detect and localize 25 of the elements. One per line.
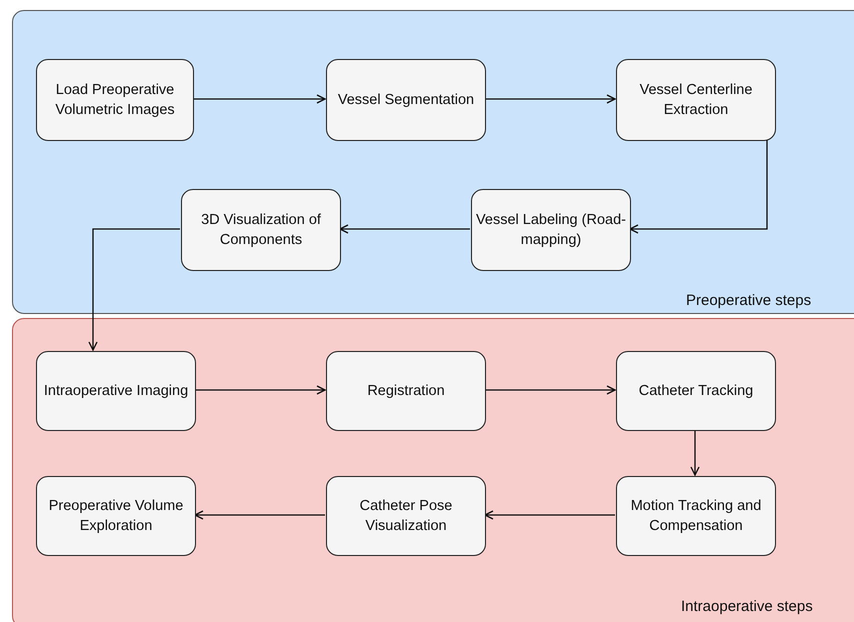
process-box: Motion Tracking and Compensation xyxy=(616,476,776,556)
arrow xyxy=(484,510,615,520)
process-box: Vessel Centerline Extraction xyxy=(616,59,776,141)
arrow xyxy=(485,385,616,395)
arrow xyxy=(629,140,768,234)
process-box: Vessel Labeling (Road-mapping) xyxy=(471,189,631,271)
process-box: Vessel Segmentation xyxy=(326,59,486,141)
process-box: Registration xyxy=(326,351,486,431)
group-panel xyxy=(12,10,854,314)
process-box: Preoperative Volume Exploration xyxy=(36,476,196,556)
group-title: Intraoperative steps xyxy=(681,598,813,615)
arrow xyxy=(88,228,180,351)
arrow xyxy=(194,510,325,520)
process-box: 3D Visualization of Components xyxy=(181,189,341,271)
group-title: Preoperative steps xyxy=(686,292,812,309)
arrow xyxy=(485,94,616,104)
group-panel xyxy=(12,318,854,622)
process-box: Intraoperative Imaging xyxy=(36,351,196,431)
arrow xyxy=(193,94,326,104)
arrow xyxy=(690,430,700,476)
process-box: Catheter Pose Visualization xyxy=(326,476,486,556)
process-box: Catheter Tracking xyxy=(616,351,776,431)
arrow xyxy=(195,385,326,395)
arrow xyxy=(339,224,470,234)
process-box: Load Preoperative Volumetric Images xyxy=(36,59,194,141)
